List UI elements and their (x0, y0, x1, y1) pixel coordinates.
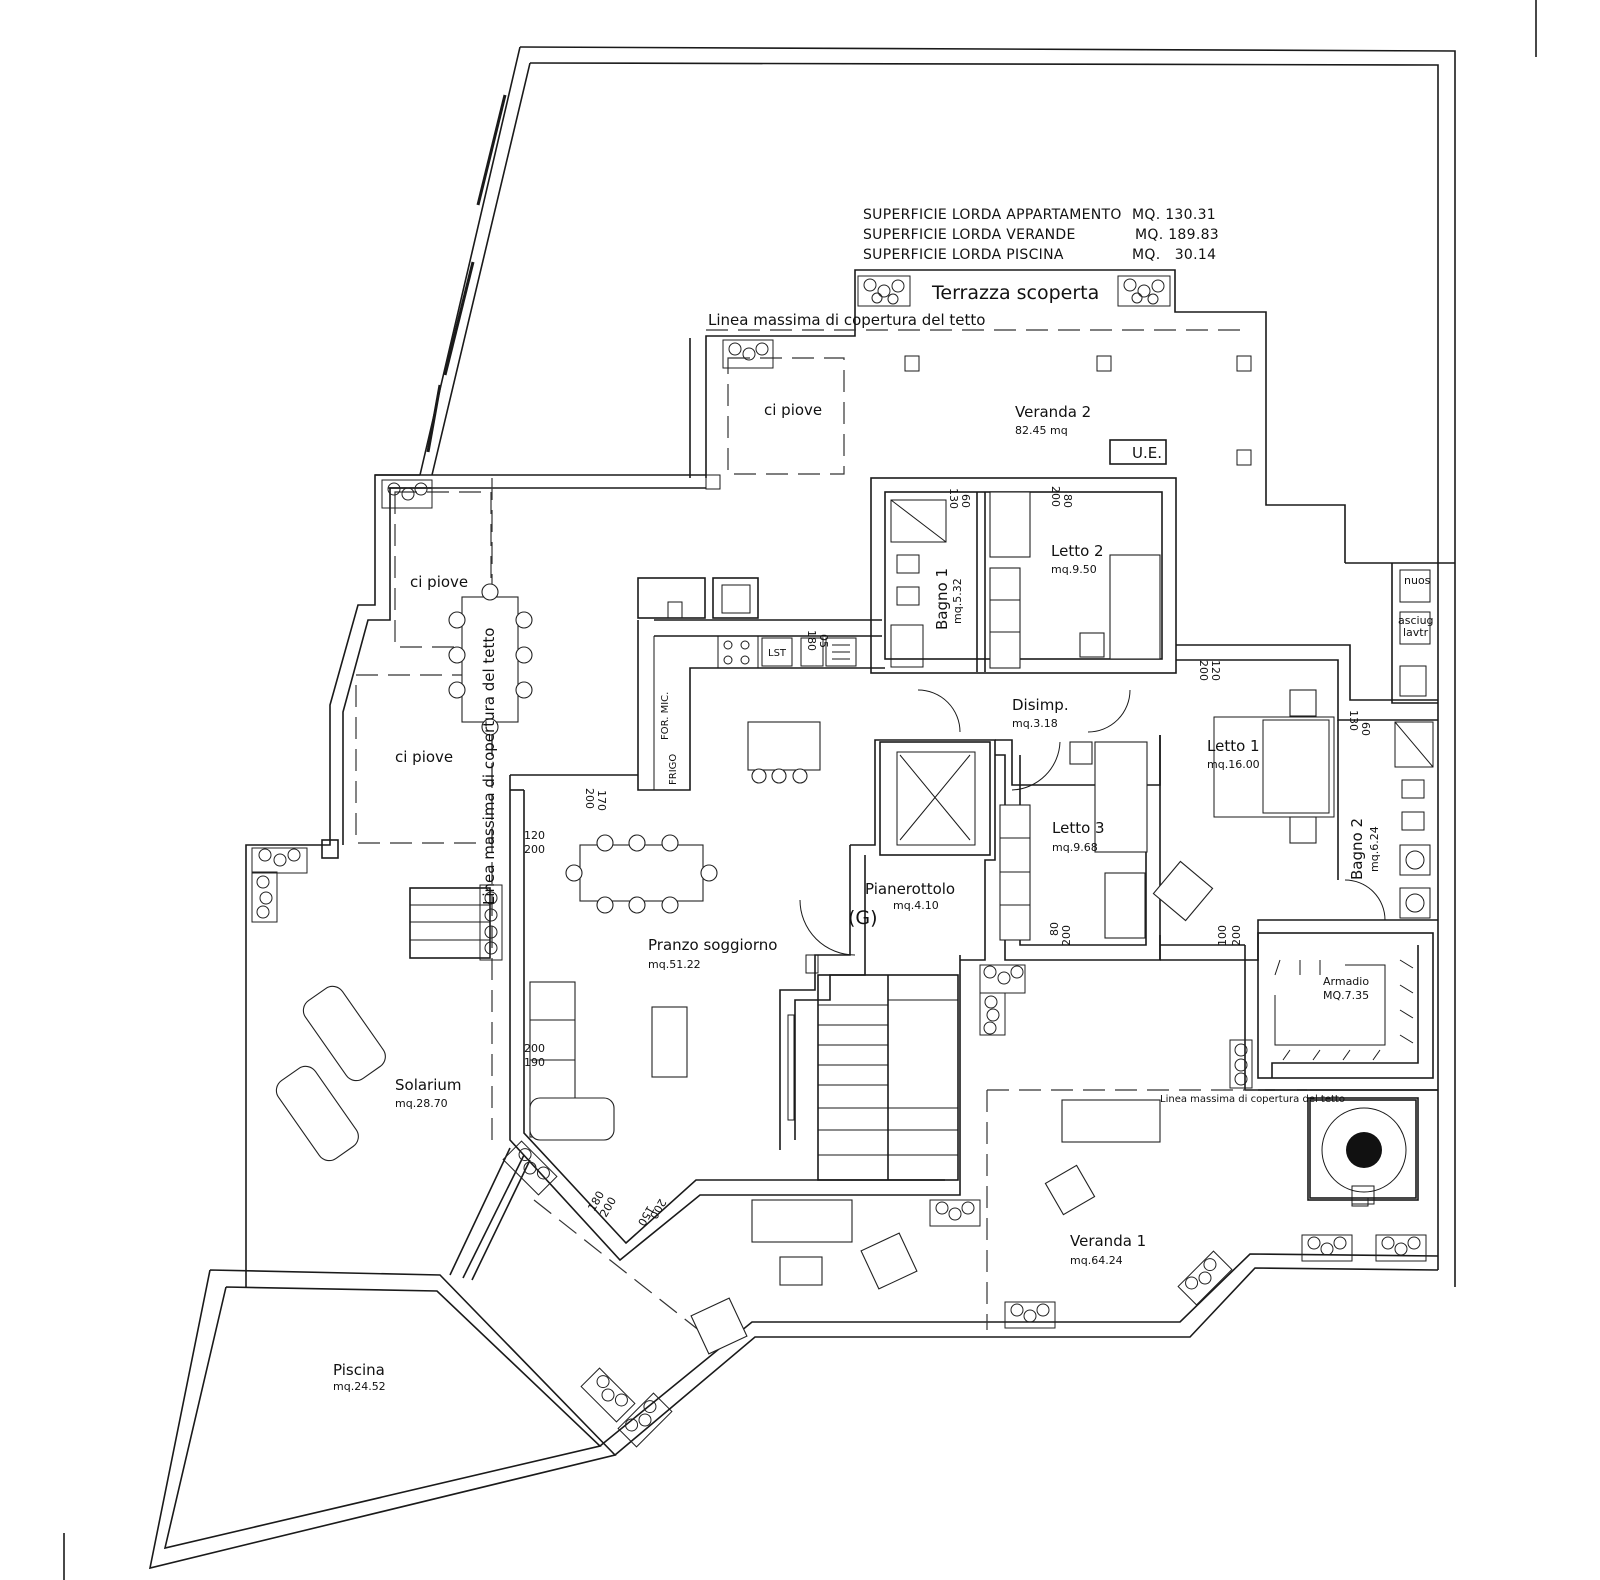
summary-appartamento-value: MQ. 130.31 (1132, 207, 1216, 223)
dim-190g: 190 (524, 1056, 545, 1069)
roof-line-label-right: Linea massima di copertura del tetto (1160, 1094, 1345, 1105)
terrazza-label: Terrazza scoperta (931, 282, 1099, 304)
dim-60c: 60 (1359, 722, 1372, 736)
dim-200c: 200 (583, 788, 596, 809)
ci-piove-label-2: ci piove (410, 573, 468, 591)
letto1-area: mq.16.00 (1207, 758, 1260, 771)
nuos-label: nuos (1404, 574, 1431, 587)
veranda1-area: mq.64.24 (1070, 1254, 1123, 1267)
pianerottolo-name: Pianerottolo (865, 880, 955, 898)
bagno2-area: mq.6.24 (1368, 826, 1381, 872)
dim-80e: 80 (1048, 922, 1061, 936)
ci-piove-label-1: ci piove (764, 401, 822, 419)
solarium-name: Solarium (395, 1076, 462, 1094)
asciug-label: asciug (1398, 614, 1434, 627)
frigo-label: FRIGO (668, 754, 679, 785)
letto3-name: Letto 3 (1052, 819, 1105, 837)
disimp-name: Disimp. (1012, 696, 1069, 714)
bagno2-name: Bagno 2 (1348, 818, 1366, 880)
roof-lines (355, 329, 1310, 1336)
roof-line-label-vertical: Linea massima di copertura del tetto (480, 628, 498, 905)
gas-label: (G) (848, 907, 878, 929)
veranda1-name: Veranda 1 (1070, 1232, 1146, 1250)
dim-200a: 200 (1049, 486, 1062, 507)
lst-label: LST (768, 648, 787, 659)
area-summary: SUPERFICIE LORDA APPARTAMENTO MQ. 130.31… (863, 207, 1219, 263)
dim-200g: 200 (524, 1042, 545, 1055)
letto1-name: Letto 1 (1207, 737, 1260, 755)
summary-verande-value: MQ. 189.83 (1135, 227, 1219, 243)
interior-walls (321, 355, 1438, 1281)
pianerottolo-area: mq.4.10 (893, 899, 939, 912)
letto2-area: mq.9.50 (1051, 563, 1097, 576)
bagno1-name: Bagno 1 (933, 568, 951, 630)
dim-130a: 130 (947, 488, 960, 509)
summary-piscina-value: MQ. 30.14 (1132, 247, 1216, 263)
armadio-area: MQ.7.35 (1323, 989, 1369, 1002)
planters (251, 275, 1427, 1448)
veranda2-name: Veranda 2 (1015, 403, 1091, 421)
summary-piscina-label: SUPERFICIE LORDA PISCINA (863, 247, 1064, 263)
dim-200d: 200 (524, 843, 545, 856)
piscina-name: Piscina (333, 1361, 385, 1379)
bagno1-area: mq.5.32 (951, 578, 964, 624)
dim-100f: 100 (1216, 925, 1229, 946)
dim-05k: 05 (817, 634, 830, 648)
pranzo-name: Pranzo soggiorno (648, 936, 777, 954)
lavtr-label: lavtr (1403, 626, 1429, 639)
dim-180k: 180 (805, 630, 818, 651)
letto3-area: mq.9.68 (1052, 841, 1098, 854)
roof-line-label-top: Linea massima di copertura del tetto (708, 311, 985, 329)
pranzo-area: mq.51.22 (648, 958, 701, 971)
dim-80a: 80 (1061, 494, 1074, 508)
armadio-name: Armadio (1323, 975, 1369, 988)
dim-170: 170 (595, 790, 608, 811)
ci-piove-label-3: ci piove (395, 748, 453, 766)
piscina-area: mq.24.52 (333, 1380, 386, 1393)
furniture (275, 491, 1317, 1355)
outer-walls (148, 46, 1456, 1570)
disimp-area: mq.3.18 (1012, 717, 1058, 730)
letto2-name: Letto 2 (1051, 542, 1104, 560)
for-mic-label: FOR. MIC. (660, 692, 671, 740)
veranda2-area: 82.45 mq (1015, 424, 1068, 437)
dim-200e: 200 (1060, 925, 1073, 946)
dim-200f: 200 (1230, 925, 1243, 946)
dim-60a: 60 (959, 494, 972, 508)
dim-120d: 120 (524, 829, 545, 842)
doors (799, 689, 1386, 956)
dim-200b: 200 (1197, 660, 1210, 681)
summary-verande-label: SUPERFICIE LORDA VERANDE (863, 227, 1076, 243)
dim-120b: 120 (1209, 660, 1222, 681)
summary-appartamento-label: SUPERFICIE LORDA APPARTAMENTO (863, 207, 1122, 223)
dim-130c: 130 (1347, 710, 1360, 731)
ue-label: U.E. (1132, 444, 1162, 462)
room-labels: Veranda 2 82.45 mq Letto 2 mq.9.50 Bagno… (333, 403, 1381, 1393)
solarium-area: mq.28.70 (395, 1097, 448, 1110)
